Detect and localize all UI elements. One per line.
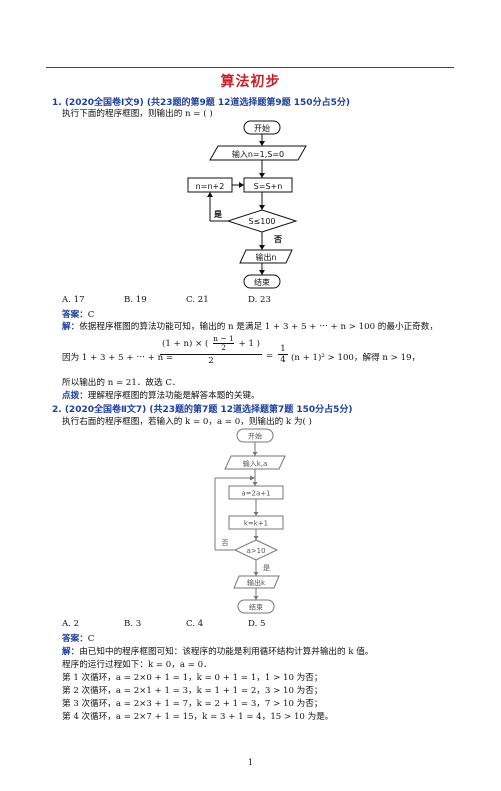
- q1-frac-num-tail: + 1 ): [238, 339, 260, 349]
- q1-choices: A. 17 B. 19 C. 21 D. 23: [62, 295, 310, 305]
- q1-update-n-label: n=n+2: [196, 182, 225, 191]
- q2-yes-label: 是: [263, 564, 270, 572]
- q2-update-k-label: k=k+1: [244, 520, 268, 528]
- q1-inner-num: n − 1: [213, 334, 234, 344]
- q2-condition-label: a>10: [246, 547, 265, 555]
- q1-solution-line3: 所以输出的 n = 21．故选 C．: [62, 378, 181, 388]
- q1-solution-label: 解：: [62, 322, 80, 332]
- q1-point-line: 点拨：理解程序框图的算法功能是解答本题的关键。: [62, 389, 260, 401]
- q1-solution-line2-pre: 因为 1 + 3 + 5 + ⋯ + n =: [62, 353, 174, 363]
- q2-solution-text1: 由已知中的程序框图可知：该程序的功能是利用循环结构计算并输出的 k 值。: [79, 647, 374, 657]
- q2-solution-line1: 解：由已知中的程序框图可知：该程序的功能是利用循环结构计算并输出的 k 值。: [62, 645, 373, 657]
- q1-output-node: [239, 249, 293, 264]
- q2-choice-d: D. 5: [248, 619, 266, 629]
- q1-end-label: 结束: [254, 277, 270, 287]
- q2-solution-label: 解：: [62, 647, 80, 657]
- q1-inner-fraction: n − 1 2: [213, 335, 234, 352]
- q1-solution-line1: 解：依据程序框图的算法功能可知，输出的 n 是满足 1 + 3 + 5 + ⋯ …: [62, 320, 438, 332]
- q2-run-line-2: 第 2 次循环，a = 2×1 + 1 = 3，k = 1 + 1 = 2，3 …: [62, 686, 323, 696]
- q2-flowchart: 开始 输入k,a a=2a+1 k=k+1 a>10 否 是 输出k 结束: [214, 428, 286, 614]
- q1-output-label: 输出n: [255, 252, 276, 262]
- q1-no-label: 否: [273, 235, 282, 244]
- q1-input-node: [209, 145, 307, 161]
- page-number: 1: [247, 758, 254, 767]
- q2-choice-b: B. 3: [124, 619, 142, 629]
- q2-no-label: 否: [222, 539, 229, 547]
- q2-update-a-label: a=2a+1: [241, 490, 270, 498]
- q1-quarter-fraction: 1 4: [278, 344, 288, 365]
- q2-run-line-1: 第 1 次循环，a = 2×0 + 1 = 1，k = 0 + 1 = 1，1 …: [62, 673, 323, 683]
- q2-choices: A. 2 B. 3 C. 4 D. 5: [62, 619, 310, 629]
- q1-answer-label: 答案：: [62, 310, 88, 320]
- q1-choice-d: D. 23: [248, 295, 271, 305]
- q1-start-label: 开始: [254, 123, 270, 133]
- q2-run-line-0: 程序的运行过程如下：k = 0，a = 0．: [62, 660, 212, 670]
- q1-stem: 执行下面的程序框图，则输出的 n = ( ): [62, 109, 213, 119]
- q2-stem: 执行右面的程序框图，若输入的 k = 0，a = 0，则输出的 k 为( ): [62, 417, 312, 427]
- q1-header: 1. (2020全国卷Ⅰ文9) (共23题的第9题 12道选择题第9题 150分…: [52, 98, 350, 108]
- q2-input-node: [224, 455, 286, 470]
- page-title: 算法初步: [220, 74, 281, 90]
- q1-input-label: 输入n=1,S=0: [232, 149, 284, 159]
- q1-point-label: 点拨：: [62, 391, 88, 401]
- q1-frac-den: 2: [160, 354, 262, 366]
- q1-quarter-num: 1: [278, 344, 288, 355]
- q1-end-node: [243, 274, 281, 289]
- q1-answer-value: C: [87, 310, 95, 320]
- q2-output-node: [233, 575, 280, 589]
- q2-run-line-4: 第 4 次循环，a = 2×7 + 1 = 15，k = 3 + 1 = 4，1…: [62, 712, 334, 722]
- q1-yes-label: 是: [213, 209, 222, 219]
- q2-answer-value: C: [87, 634, 95, 644]
- q2-header: 2. (2020全国卷Ⅱ文7) (共23题的第7题 12道选择题第7题 150分…: [52, 405, 353, 415]
- q2-choice-a: A. 2: [62, 619, 80, 629]
- q1-flowchart: 开始 输入n=1,S=0 n=n+2 S=S+n S≤100 是 否 输出n 结…: [187, 120, 307, 289]
- q2-run-line-3: 第 3 次循环，a = 2×3 + 1 = 7，k = 2 + 1 = 3，7 …: [62, 699, 323, 709]
- q1-solution-text1: 依据程序框图的算法功能可知，输出的 n 是满足 1 + 3 + 5 + ⋯ + …: [79, 322, 438, 332]
- q1-point-text: 理解程序框图的算法功能是解答本题的关键。: [87, 391, 260, 401]
- q1-inner-den: 2: [221, 343, 226, 352]
- q1-answer-line: 答案：C: [62, 308, 94, 320]
- q1-choice-c: C. 21: [186, 295, 209, 305]
- q2-choice-c: C. 4: [186, 619, 204, 629]
- q2-start-label: 开始: [248, 432, 262, 441]
- q1-frac-num-head: (1 + n) × (: [162, 339, 209, 349]
- q1-big-fraction: (1 + n) × ( n − 1 2 + 1 ) 2: [160, 335, 262, 366]
- q1-condition-label: S≤100: [248, 217, 275, 226]
- q1-choice-b: B. 19: [124, 295, 147, 305]
- header-rule: [46, 67, 454, 68]
- q2-output-label: 输出k: [247, 578, 266, 587]
- q1-update-s-label: S=S+n: [254, 182, 283, 191]
- q2-end-label: 结束: [249, 603, 263, 612]
- q2-answer-label: 答案：: [62, 634, 88, 644]
- q1-quarter-den: 4: [280, 355, 286, 365]
- q1-equals: =: [266, 351, 274, 361]
- q1-solution-line2-post: (n + 1)² > 100，解得 n > 19，: [291, 353, 421, 363]
- q2-input-label: 输入k,a: [243, 459, 268, 468]
- q2-end-node: [237, 599, 275, 614]
- q1-choice-a: A. 17: [62, 295, 85, 305]
- q2-answer-line: 答案：C: [62, 632, 94, 644]
